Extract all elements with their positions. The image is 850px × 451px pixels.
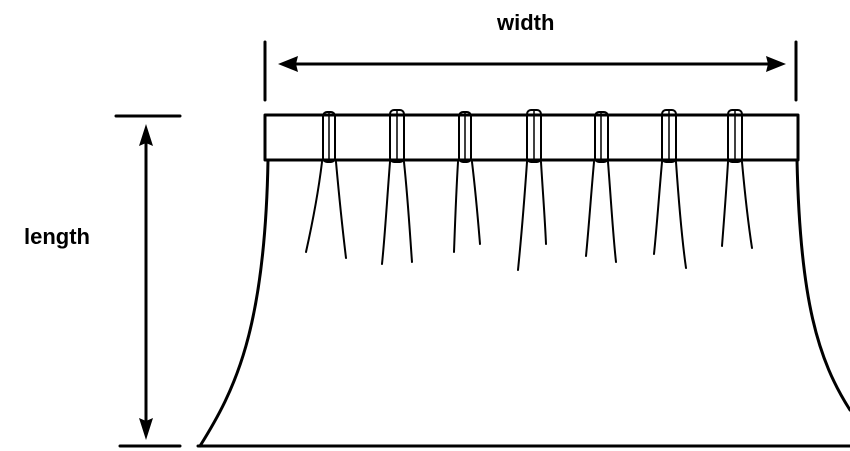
width-arrowhead-left (278, 56, 298, 72)
width-dimension (263, 40, 798, 102)
pleat-3 (453, 111, 481, 253)
length-label: length (24, 224, 90, 249)
pleat-5 (585, 111, 617, 263)
width-label: width (497, 10, 555, 35)
pleat-4 (517, 109, 547, 271)
pleat-7 (721, 109, 753, 249)
curtain-heading-band (263, 113, 800, 162)
length-arrowhead-bottom (139, 418, 153, 440)
pleat-1 (305, 111, 347, 259)
pleat-2 (381, 109, 413, 265)
curtain-right-edge (795, 158, 850, 412)
curtain (196, 109, 850, 448)
pleat-6 (653, 109, 687, 269)
curtain-left-edge (198, 158, 270, 448)
length-arrowhead-top (139, 124, 153, 146)
length-dimension (114, 114, 182, 448)
width-arrowhead-right (766, 56, 786, 72)
